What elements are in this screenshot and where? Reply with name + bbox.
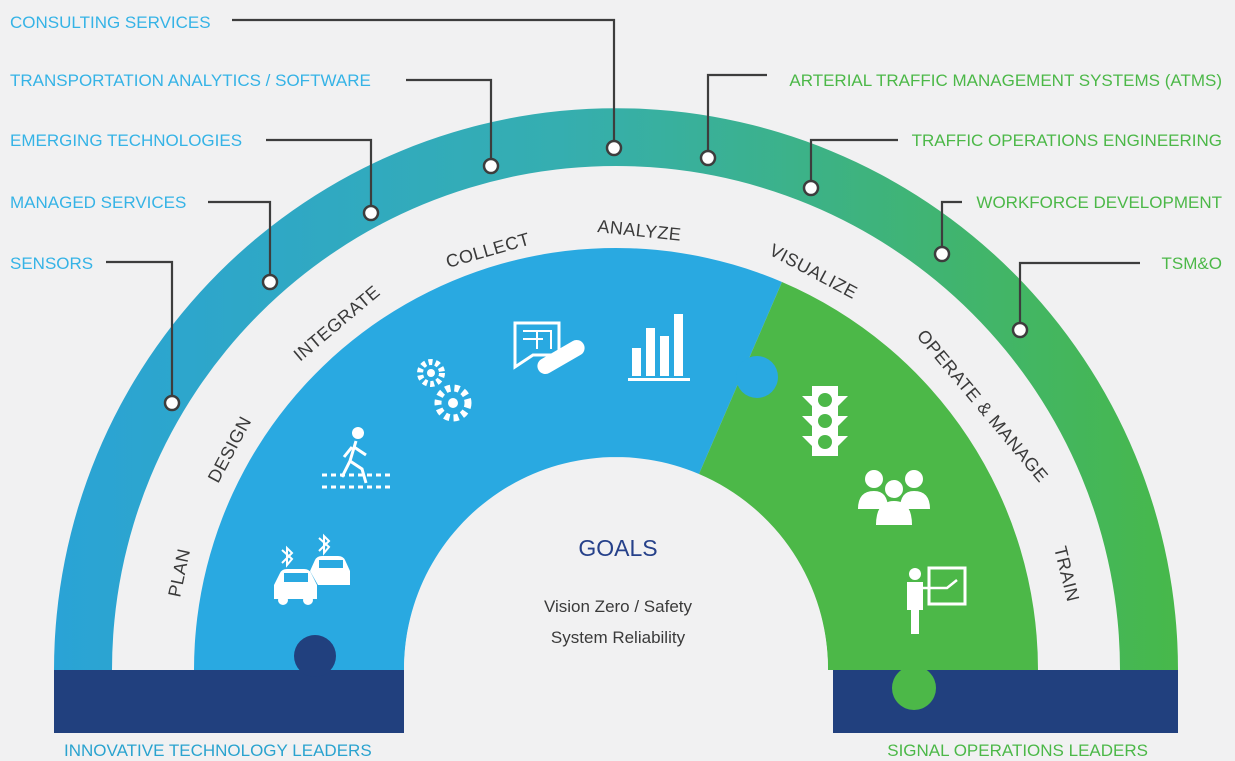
step-train: TRAIN [1050, 544, 1083, 604]
leader-lines [106, 18, 1140, 403]
step-plan: PLAN [164, 547, 194, 599]
bottom-label-innovative: INNOVATIVE TECHNOLOGY LEADERS [64, 741, 372, 760]
pedestrian-crosswalk-icon [322, 427, 390, 489]
goals-area [404, 458, 828, 670]
puzzle-knob-split [736, 356, 778, 398]
service-label-traffic-ops: TRAFFIC OPERATIONS ENGINEERING [912, 131, 1222, 150]
gears-icon [417, 359, 472, 422]
service-label-consulting: CONSULTING SERVICES [10, 13, 211, 32]
service-label-workforce: WORKFORCE DEVELOPMENT [976, 193, 1222, 212]
service-label-atms: ARTERIAL TRAFFIC MANAGEMENT SYSTEMS (ATM… [789, 71, 1222, 90]
presenter-icon [907, 566, 967, 634]
blueprint-icon [513, 321, 585, 374]
bottom-label-signal-ops: SIGNAL OPERATIONS LEADERS [887, 741, 1148, 760]
connector-dots [163, 139, 1029, 412]
outer-service-band [54, 108, 1178, 671]
puzzle-knob-right [892, 666, 936, 710]
connected-cars-icon [274, 533, 350, 605]
traffic-light-icon [802, 386, 848, 456]
right-base-bar [833, 670, 1178, 733]
goal-vision-zero: Vision Zero / Safety [544, 597, 693, 616]
service-label-analytics: TRANSPORTATION ANALYTICS / SOFTWARE [10, 71, 371, 90]
service-label-managed: MANAGED SERVICES [10, 193, 186, 212]
service-label-sensors: SENSORS [10, 254, 93, 273]
puzzle-knob-left [294, 635, 336, 677]
goals-title: GOALS [578, 535, 657, 561]
step-analyze: ANALYZE [597, 216, 683, 245]
bar-chart-icon [628, 314, 690, 381]
goal-system-reliability: System Reliability [551, 628, 686, 647]
left-base-bar [54, 670, 404, 733]
people-group-icon [858, 470, 930, 525]
service-label-tsmo: TSM&O [1162, 254, 1222, 273]
service-label-emerging-tech: EMERGING TECHNOLOGIES [10, 131, 242, 150]
